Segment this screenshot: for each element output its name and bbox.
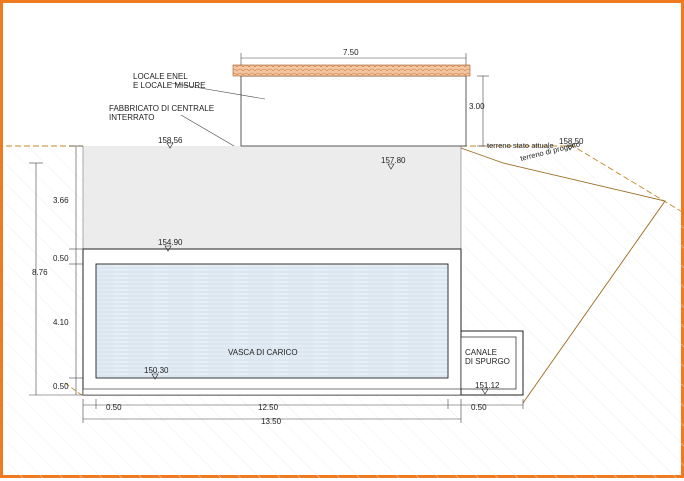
ground-hatch-bottom (6, 395, 523, 478)
backfill-area (83, 146, 461, 249)
dim-roof-height-value: 3.00 (469, 102, 485, 111)
tank-floor (82, 388, 524, 396)
elev-150-30: 150.30 (144, 366, 169, 380)
dim-366: 3.66 (53, 196, 69, 205)
ground-hatch-left (6, 147, 83, 395)
dim-width-050-left: 0.50 (106, 403, 122, 412)
leader-fabbricato (180, 114, 235, 147)
dim-050-top: 0.50 (53, 254, 69, 263)
elev-158-56: 158.56 (158, 136, 183, 149)
label-enel-1: LOCALE ENEL (133, 72, 188, 81)
dim-876: 8.76 (32, 268, 48, 277)
dim-roof-width-value: 7.50 (343, 48, 359, 57)
svg-text:151.12: 151.12 (475, 381, 500, 390)
svg-text:158.56: 158.56 (158, 136, 183, 145)
elev-154-90: 154.90 (158, 238, 183, 252)
dim-width-1350: 13.50 (261, 417, 282, 426)
dim-410: 4.10 (53, 318, 69, 327)
slope-left (64, 382, 84, 397)
terrain-current-right (461, 145, 684, 214)
elev-158-50: 158.50 (559, 137, 584, 151)
label-terreno-attuale: terreno stato attuale (487, 141, 554, 150)
svg-text:157.80: 157.80 (381, 156, 406, 165)
canale-inner (460, 336, 517, 390)
label-fabbricato-2: INTERRATO (109, 113, 154, 122)
label-fabbricato-1: FABBRICATO DI CENTRALE (109, 104, 214, 113)
section-drawing: 7.50 3.00 3.66 0.50 8.76 4.10 0.50 0.50 … (6, 48, 684, 478)
elev-157-80: 157.80 (381, 156, 406, 170)
dim-bottom-horizontal: 0.50 12.50 0.50 13.50 (82, 399, 524, 426)
locale-enel-building (240, 75, 467, 147)
elev-151-12: 151.12 (475, 381, 500, 395)
svg-text:158.50: 158.50 (559, 137, 584, 146)
label-canale-1: CANALE (465, 348, 497, 357)
svg-text:150.30: 150.30 (144, 366, 169, 375)
dim-050-bottom: 0.50 (53, 382, 69, 391)
label-vasca: VASCA DI CARICO (228, 348, 298, 357)
dim-roof-height: 3.00 (469, 75, 489, 147)
dim-width-050-right: 0.50 (471, 403, 487, 412)
label-enel-2: E LOCALE MISURE (133, 81, 205, 90)
svg-text:154.90: 154.90 (158, 238, 183, 247)
leader-enel (170, 82, 266, 100)
terrain-project-line (460, 147, 666, 404)
label-canale-2: DI SPURGO (465, 357, 510, 366)
tank-water (95, 263, 449, 379)
dim-width-1250: 12.50 (258, 403, 279, 412)
roof-tiles (232, 64, 471, 77)
dim-roof-width: 7.50 (240, 48, 467, 65)
dim-left-vertical: 3.66 0.50 8.76 4.10 0.50 (29, 145, 83, 396)
